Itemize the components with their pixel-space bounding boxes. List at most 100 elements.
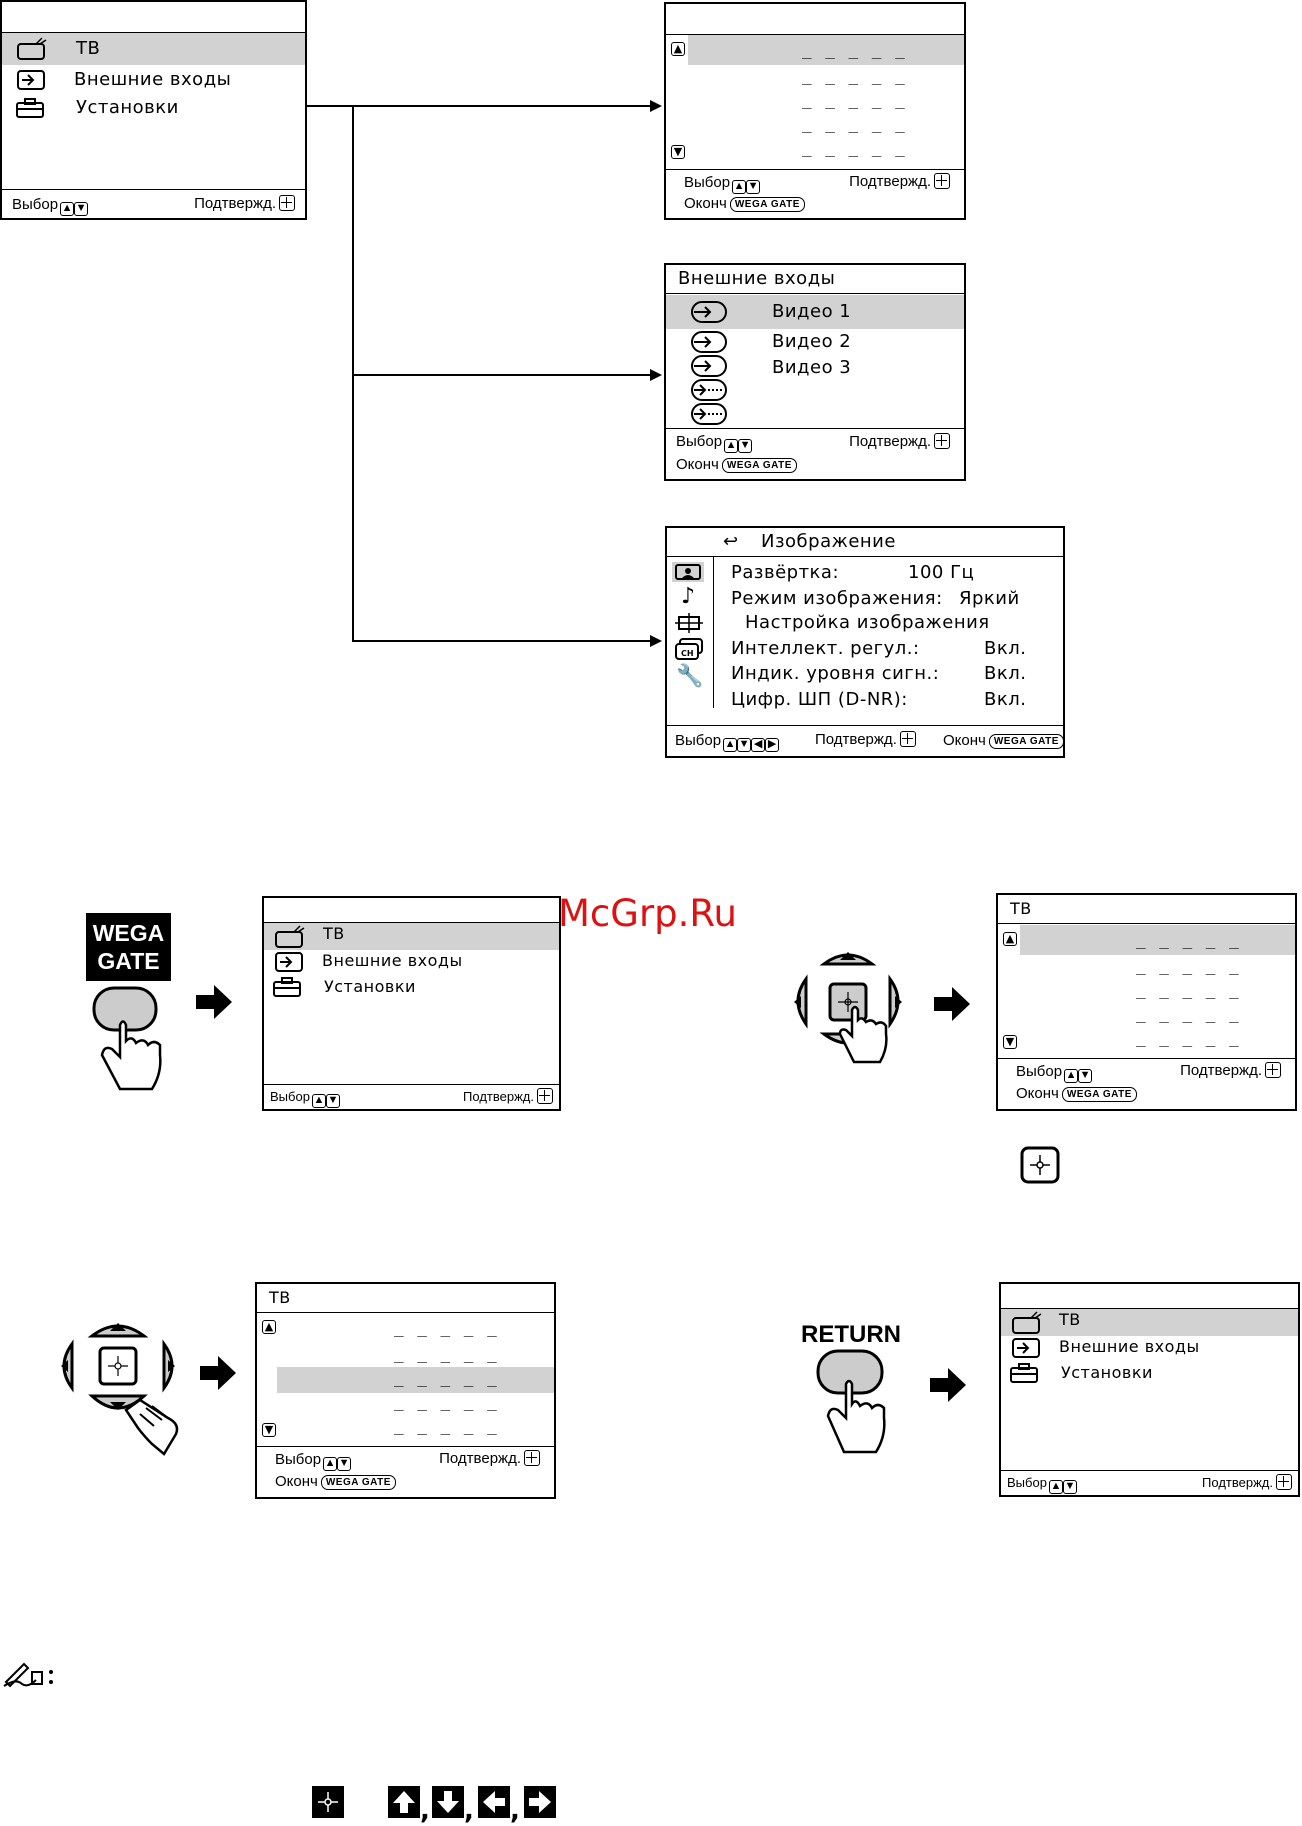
picture-row-label[interactable]: Развёртка: bbox=[731, 562, 840, 583]
ok-key-icon bbox=[1020, 1146, 1060, 1184]
menu-item-tv[interactable]: ТВ bbox=[323, 924, 345, 943]
menu-footer: Выбор▲▼ Подтвержд. bbox=[1001, 1470, 1298, 1495]
down-arrow-icon: ▼ bbox=[1003, 1035, 1017, 1049]
footer-select: Выбор▲▼ bbox=[12, 196, 89, 216]
comma: , bbox=[464, 1796, 474, 1826]
picture-row-label[interactable]: Цифр. ШП (D-NR): bbox=[731, 689, 908, 710]
note-pencil-icon bbox=[3, 1662, 53, 1688]
connector-line bbox=[305, 105, 660, 107]
highlight-bar bbox=[264, 923, 559, 950]
picture-row-label[interactable]: Индик. уровня сигн.: bbox=[731, 663, 940, 684]
footer-select: Выбор▲▼ bbox=[1007, 1475, 1077, 1494]
connector-line bbox=[352, 640, 660, 642]
channel-slot: _ _ _ _ _ bbox=[802, 90, 907, 109]
up-arrow-icon: ▲ bbox=[671, 42, 685, 56]
ok-key-icon bbox=[312, 1786, 344, 1818]
menu-item-setup[interactable]: Установки bbox=[76, 97, 179, 118]
channel-icon[interactable]: CH bbox=[674, 637, 704, 661]
channel-menu-panel: ТВ ▲ _ _ _ _ _ _ _ _ _ _ _ _ _ _ _ _ _ _… bbox=[996, 893, 1297, 1111]
picture-row-value: Вкл. bbox=[984, 638, 1027, 659]
picture-row-label[interactable]: Режим изображения: bbox=[731, 588, 943, 609]
channel-menu-panel: ▲ _ _ _ _ _ _ _ _ _ _ _ _ _ _ _ _ _ _ _ … bbox=[664, 2, 966, 220]
ext-item-video1[interactable]: Видео 1 bbox=[772, 301, 852, 322]
highlight-bar bbox=[1020, 925, 1295, 955]
svg-text:CH: CH bbox=[681, 649, 694, 658]
channel-slot: _ _ _ _ _ bbox=[394, 1392, 499, 1411]
channel-slot: _ _ _ _ _ bbox=[802, 40, 907, 59]
input-icon bbox=[691, 355, 727, 377]
arrow-head bbox=[650, 100, 662, 112]
ext-item-video2[interactable]: Видео 2 bbox=[772, 331, 852, 352]
footer-confirm: Подтвержд. bbox=[815, 731, 916, 748]
wega-gate-label-line1: WEGA bbox=[92, 920, 165, 946]
channel-slot: _ _ _ _ _ bbox=[394, 1368, 499, 1387]
menu-item-ext[interactable]: Внешние входы bbox=[322, 951, 463, 970]
main-menu-panel: ТВ Внешние входы Установки Выбор▲▼ Подтв… bbox=[999, 1282, 1300, 1497]
menu-title-bar: ТВ bbox=[257, 1284, 554, 1313]
dpad-ok-press[interactable] bbox=[788, 944, 908, 1070]
menu-item-tv[interactable]: ТВ bbox=[1059, 1310, 1081, 1329]
highlight-bar bbox=[1001, 1309, 1298, 1336]
footer-confirm: Подтвержд. bbox=[849, 433, 950, 450]
menu-item-ext[interactable]: Внешние входы bbox=[1059, 1337, 1200, 1356]
arrow-head bbox=[650, 369, 662, 381]
connector-line bbox=[352, 105, 354, 641]
highlight-bar bbox=[2, 33, 305, 65]
channel-slot: _ _ _ _ _ bbox=[802, 66, 907, 85]
picture-row-value: 100 Гц bbox=[908, 562, 975, 583]
menu-title-bar bbox=[2, 2, 305, 33]
input-icon bbox=[275, 952, 303, 972]
ext-menu-title: Внешние входы bbox=[666, 265, 964, 294]
highlight-bar bbox=[666, 295, 964, 329]
menu-title-bar: ТВ bbox=[998, 895, 1295, 924]
music-note-icon[interactable]: ♪ bbox=[681, 584, 696, 609]
connector-line bbox=[352, 374, 660, 376]
menu-item-tv[interactable]: ТВ bbox=[76, 38, 101, 59]
picture-row-label[interactable]: Настройка изображения bbox=[745, 612, 990, 633]
ext-item-video3[interactable]: Видео 3 bbox=[772, 357, 852, 378]
toolbox-icon bbox=[273, 977, 301, 997]
footer-select: Выбор▲▼ bbox=[684, 174, 761, 194]
footer-confirm: Подтвержд. bbox=[463, 1088, 553, 1104]
menu-footer: Выбор▲▼ Подтвержд. bbox=[264, 1084, 559, 1109]
return-button-press[interactable] bbox=[812, 1348, 892, 1460]
channel-slot: _ _ _ _ _ bbox=[394, 1416, 499, 1435]
footer-select: Выбор▲▼ bbox=[1016, 1063, 1093, 1083]
picture-row-label[interactable]: Интеллект. регул.: bbox=[731, 638, 920, 659]
picture-row-value: Вкл. bbox=[984, 663, 1027, 684]
wega-gate-button-press[interactable] bbox=[90, 985, 170, 1097]
comma: , bbox=[420, 1796, 430, 1826]
menu-item-ext[interactable]: Внешние входы bbox=[74, 69, 232, 90]
picture-menu-panel: ↩ Изображение ♪ CH 🔧 Развёртка: 100 Гц Р… bbox=[665, 526, 1065, 758]
menu-item-setup[interactable]: Установки bbox=[324, 977, 416, 996]
input-icon bbox=[17, 70, 45, 90]
picture-row-value: Вкл. bbox=[984, 689, 1027, 710]
screen-adjust-icon[interactable] bbox=[675, 612, 703, 634]
down-arrow-icon: ▼ bbox=[671, 145, 685, 159]
menu-title-bar bbox=[264, 898, 559, 923]
highlight-bar bbox=[688, 35, 964, 65]
dpad-down-press[interactable] bbox=[56, 1314, 186, 1460]
down-arrow-icon: ▼ bbox=[262, 1423, 276, 1437]
footer-select: Выбор▲▼ bbox=[270, 1089, 340, 1108]
picture-icon[interactable] bbox=[672, 562, 704, 582]
channel-slot: _ _ _ _ _ bbox=[394, 1318, 499, 1337]
menu-title-tv: ТВ bbox=[1010, 899, 1032, 918]
tv-icon bbox=[275, 925, 305, 948]
menu-item-setup[interactable]: Установки bbox=[1061, 1363, 1153, 1382]
channel-menu-panel: ТВ ▲ _ _ _ _ _ _ _ _ _ _ _ _ _ _ _ _ _ _… bbox=[255, 1282, 556, 1499]
wrench-icon[interactable]: 🔧 bbox=[676, 664, 704, 689]
menu-title-bar bbox=[1001, 1284, 1298, 1309]
wega-gate-label: WEGA GATE bbox=[86, 913, 171, 981]
input-dotted-icon bbox=[691, 379, 727, 401]
tv-icon bbox=[17, 37, 47, 60]
picture-menu-title: Изображение bbox=[761, 531, 896, 552]
watermark: McGrp.Ru bbox=[558, 892, 737, 935]
